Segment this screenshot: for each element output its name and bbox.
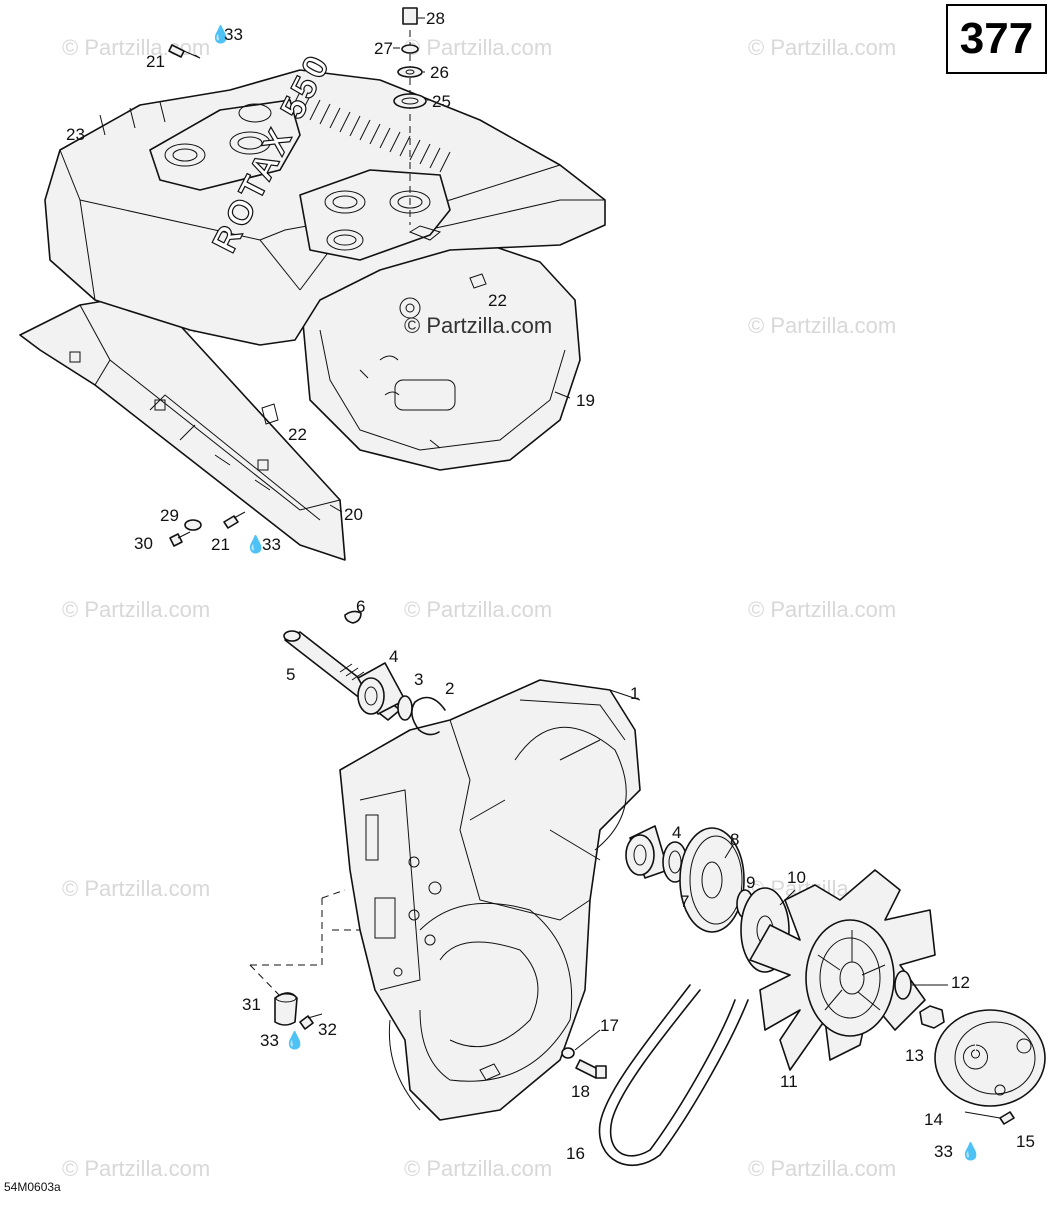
circlip-part-2 [411, 696, 446, 736]
watermark: © Partzilla.com [62, 876, 210, 901]
grommet-part-25 [393, 93, 427, 109]
nut-part-13 [919, 1005, 945, 1029]
drop-icon: 💧 [960, 1141, 981, 1161]
watermark: © Partzilla.com [404, 597, 552, 622]
callout-23: 23 [66, 125, 85, 144]
callout-27: 27 [374, 39, 393, 58]
drop-icon: 💧 [210, 24, 231, 44]
callout-33-top: 33 [224, 25, 243, 44]
callout-6: 6 [356, 597, 365, 616]
washer-part-12 [894, 970, 912, 1000]
clip-part-31 [274, 992, 298, 1026]
washer-part-29 [184, 519, 202, 531]
callout-33-mid: 33 [262, 535, 281, 554]
cover-pad-upper [149, 99, 301, 191]
cover-pad-lower [299, 169, 451, 261]
engine-cover-assembly: ROTAX 550 [19, 46, 606, 561]
fastener-stack [168, 7, 427, 547]
callout-25: 25 [432, 92, 451, 111]
screw-part-21-bottom [223, 515, 239, 529]
watermark: © Partzilla.com [748, 35, 896, 60]
callout-16: 16 [566, 1144, 585, 1163]
belt-part-16 [598, 984, 749, 1166]
callout-14: 14 [924, 1110, 943, 1129]
callout-30: 30 [134, 534, 153, 553]
callout-12: 12 [951, 973, 970, 992]
callout-21-bottom: 21 [211, 535, 230, 554]
spacer-part-27 [401, 44, 419, 54]
callout-2: 2 [445, 679, 454, 698]
watermark: © Partzilla.com [748, 313, 896, 338]
callout-5: 5 [286, 665, 295, 684]
callout-17: 17 [600, 1016, 619, 1035]
watermark-overlay: © Partzilla.com [404, 313, 552, 338]
callout-7: 7 [680, 892, 689, 911]
callout-19: 19 [576, 391, 595, 410]
cap-part-14 [934, 1009, 1046, 1107]
fan-housing-part-1 [339, 679, 641, 1121]
washer-part-17 [561, 1047, 575, 1059]
callouts: 28 27 26 25 21 💧 33 23 22 22 19 20 29 30… [66, 9, 1035, 1163]
callout-33-bottom-left: 33 [260, 1031, 279, 1050]
drop-icon: 💧 [284, 1030, 305, 1050]
callout-22-right: 22 [488, 291, 507, 310]
callout-10: 10 [787, 868, 806, 887]
callout-13: 13 [905, 1046, 924, 1065]
watermark: © Partzilla.com [62, 597, 210, 622]
fan-housing-assembly [249, 679, 641, 1121]
callout-26: 26 [430, 63, 449, 82]
watermark: © Partzilla.com [62, 35, 210, 60]
callout-18: 18 [571, 1082, 590, 1101]
callout-3: 3 [414, 670, 423, 689]
page-number-box: 377 [946, 4, 1047, 74]
leader-lines [194, 17, 1001, 1119]
callout-9: 9 [746, 873, 755, 892]
callout-15: 15 [1016, 1132, 1035, 1151]
callout-4-lower: 4 [672, 823, 681, 842]
callout-29: 29 [160, 506, 179, 525]
screw-part-21-top [168, 44, 185, 58]
callout-21-top: 21 [146, 52, 165, 71]
watermark: © Partzilla.com [748, 597, 896, 622]
fan-group [749, 869, 1046, 1125]
callout-31: 31 [242, 995, 261, 1014]
callout-4-upper: 4 [389, 647, 398, 666]
drop-icon: 💧 [245, 534, 266, 554]
callout-33-bottom-right: 33 [934, 1142, 953, 1161]
watermark: © Partzilla.com [404, 1156, 552, 1181]
callout-1: 1 [630, 684, 639, 703]
watermark: © Partzilla.com [62, 1156, 210, 1181]
screw-part-15 [999, 1111, 1015, 1125]
callout-11: 11 [780, 1072, 798, 1091]
diagram-code: 54M0603a [4, 1180, 61, 1194]
callout-32: 32 [318, 1020, 337, 1039]
shaft-group [283, 610, 446, 736]
bolt-part-28 [402, 7, 418, 25]
callout-22-left: 22 [288, 425, 307, 444]
callout-28: 28 [426, 9, 445, 28]
washer-part-26 [397, 66, 423, 78]
callout-20: 20 [344, 505, 363, 524]
small-fasteners [274, 992, 607, 1079]
callout-8: 8 [730, 830, 739, 849]
spacer-part-3 [397, 695, 413, 721]
screw-part-30 [169, 533, 183, 547]
watermark: © Partzilla.com [748, 1156, 896, 1181]
watermark: © Partzilla.com [404, 35, 552, 60]
screw-part-32 [299, 1015, 314, 1030]
key-part-6 [344, 610, 362, 624]
cooling-fins [289, 91, 451, 173]
